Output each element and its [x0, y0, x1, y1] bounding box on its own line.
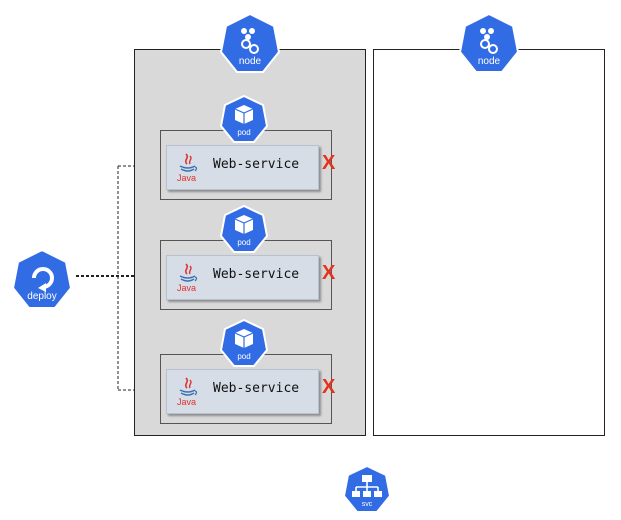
- pod-1-icon[interactable]: pod: [219, 94, 269, 144]
- failed-mark: X: [322, 376, 336, 398]
- container-name: Web-service: [213, 157, 300, 172]
- java-icon: [179, 377, 198, 396]
- runtime-label: Java: [177, 283, 197, 293]
- failed-mark: X: [322, 152, 336, 174]
- pod-2-label: pod: [237, 238, 251, 247]
- pod-3-label: pod: [237, 352, 251, 361]
- java-icon: [179, 153, 198, 172]
- node-2-icon[interactable]: node: [458, 12, 520, 74]
- deploy-icon[interactable]: deploy: [10, 248, 74, 310]
- pod-2-container[interactable]: Java Web-service: [166, 255, 319, 300]
- failed-mark: X: [322, 262, 336, 284]
- node-2-label: node: [477, 56, 501, 67]
- pod-3-icon[interactable]: pod: [219, 318, 269, 368]
- node-1-label: node: [238, 56, 262, 67]
- pod-3-container[interactable]: Java Web-service: [166, 369, 319, 414]
- deploy-label: deploy: [27, 291, 57, 302]
- pod-1-label: pod: [237, 128, 251, 137]
- container-name: Web-service: [213, 381, 300, 396]
- svc-label: svc: [361, 501, 373, 508]
- runtime-label: Java: [177, 397, 197, 407]
- java-icon: [179, 263, 198, 282]
- node-2-box: [373, 49, 605, 436]
- svc-icon[interactable]: svc: [342, 464, 392, 514]
- node-1-icon[interactable]: node: [219, 12, 281, 74]
- runtime-label: Java: [177, 173, 197, 183]
- pod-1-container[interactable]: Java Web-service: [166, 145, 319, 190]
- container-name: Web-service: [213, 267, 300, 282]
- pod-2-icon[interactable]: pod: [219, 204, 269, 254]
